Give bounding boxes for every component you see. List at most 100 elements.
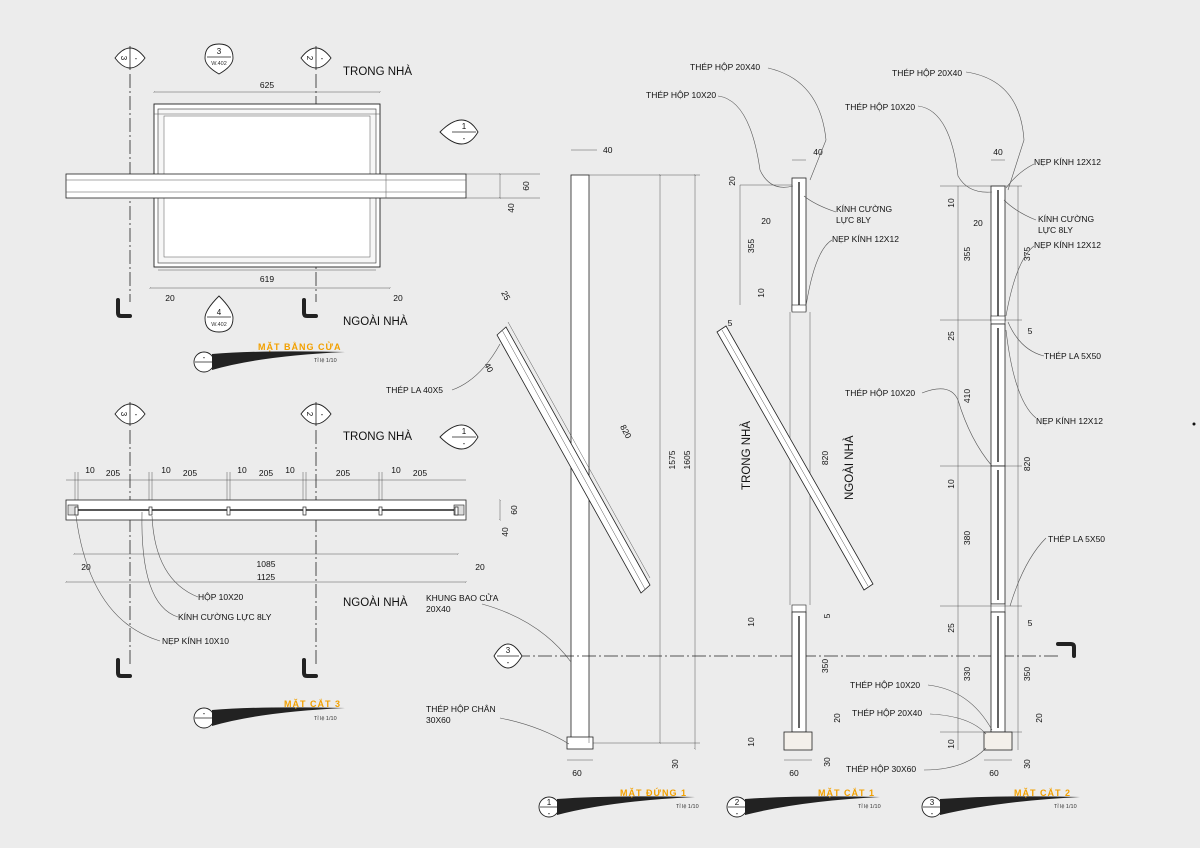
callout-nep-kinh-s1: NẸP KÍNH 12X12 xyxy=(832,234,899,244)
svg-text:20: 20 xyxy=(81,562,91,572)
svg-text:Tỉ lệ 1/10: Tỉ lệ 1/10 xyxy=(314,357,337,364)
svg-text:-: - xyxy=(321,410,324,419)
svg-text:10: 10 xyxy=(946,479,956,489)
callout-thep-hop-10x20-s1: THÉP HỘP 10X20 xyxy=(646,90,716,100)
callout-thep-hop-20x40-s2b: THÉP HỘP 20X40 xyxy=(852,708,922,718)
svg-text:10: 10 xyxy=(237,465,247,475)
callout-thep-hop-chan: THÉP HỘP CHÂN xyxy=(426,704,496,714)
grid-bubble-left: 3 - xyxy=(114,46,146,70)
svg-text:1: 1 xyxy=(462,427,467,436)
svg-text:10: 10 xyxy=(746,737,756,747)
plan-view: 3 - 2 - 3 W.402 4 W.402 xyxy=(65,43,540,373)
label-trong-nha-s3: TRONG NHÀ xyxy=(343,430,412,443)
section-2-view: 40 10 20 355 375 25 5 410 820 10 380 25 … xyxy=(845,68,1105,818)
dim-60: 60 xyxy=(521,181,531,191)
svg-text:20: 20 xyxy=(727,176,737,186)
svg-text:330: 330 xyxy=(962,667,972,681)
dim-820-leaf: 820 xyxy=(618,423,634,440)
callout-kinh-cuong-luc-s1: KÍNH CƯỜNG xyxy=(836,204,892,214)
svg-text:355: 355 xyxy=(962,247,972,261)
svg-text:10: 10 xyxy=(285,465,295,475)
dim-1575: 1575 xyxy=(667,450,677,469)
svg-text:Tỉ lệ 1/10: Tỉ lệ 1/10 xyxy=(858,803,881,810)
svg-text:Tỉ lệ 1/10: Tỉ lệ 1/10 xyxy=(1054,803,1077,810)
callout-nep-kinh-s2-2: NẸP KÍNH 12X12 xyxy=(1034,240,1101,250)
dim-625: 625 xyxy=(260,80,274,90)
dim-1605: 1605 xyxy=(682,450,692,469)
svg-text:20: 20 xyxy=(475,562,485,572)
callout-thep-hop-20x40-s1: THÉP HỘP 20X40 xyxy=(690,62,760,72)
callout-nep-kinh-10x10: NẸP KÍNH 10X10 xyxy=(162,636,229,646)
svg-text:25: 25 xyxy=(499,289,512,302)
axis-end-right xyxy=(302,298,318,318)
title-mat-cat-1: 2 - MẶT CẮT 1 Tỉ lệ 1/10 xyxy=(726,788,881,818)
label-ngoai-nha: NGOÀI NHÀ xyxy=(343,315,408,328)
svg-text:3: 3 xyxy=(119,412,128,417)
axis-end-left-s3 xyxy=(116,658,132,678)
svg-text:1: 1 xyxy=(547,798,552,807)
svg-text:4: 4 xyxy=(217,308,222,317)
elevation-marker-top: 3 W.402 xyxy=(204,43,234,75)
dim-1125: 1125 xyxy=(257,572,276,582)
svg-text:30X60: 30X60 xyxy=(426,715,451,725)
callout-hop-10x20: HỘP 10X20 xyxy=(198,592,243,602)
svg-text:5: 5 xyxy=(1028,326,1033,336)
svg-text:205: 205 xyxy=(336,468,350,478)
svg-text:Tỉ lệ 1/10: Tỉ lệ 1/10 xyxy=(314,715,337,722)
axis-end-left xyxy=(116,298,132,318)
sheet-dot xyxy=(1192,422,1196,426)
callout-kinh-cuong-luc: KÍNH CƯỜNG LỰC 8LY xyxy=(178,612,272,622)
svg-text:3: 3 xyxy=(119,56,128,61)
svg-text:-: - xyxy=(203,353,206,362)
svg-text:20: 20 xyxy=(761,216,771,226)
svg-text:5: 5 xyxy=(728,318,733,328)
svg-text:10: 10 xyxy=(946,198,956,208)
svg-text:350: 350 xyxy=(1022,667,1032,681)
svg-text:30: 30 xyxy=(670,759,680,769)
svg-text:40: 40 xyxy=(482,361,495,374)
svg-text:60: 60 xyxy=(572,768,582,778)
dim-20-right: 20 xyxy=(393,293,403,303)
svg-text:380: 380 xyxy=(962,531,972,545)
svg-text:MẶT CẮT 2: MẶT CẮT 2 xyxy=(1014,788,1071,798)
svg-text:20: 20 xyxy=(973,218,983,228)
svg-text:10: 10 xyxy=(391,465,401,475)
dim-820-s2: 820 xyxy=(1022,457,1032,471)
callout-thep-hop-10x20-s2b: THÉP HỘP 10X20 xyxy=(845,388,915,398)
callout-thep-la-5x50-1: THÉP LA 5X50 xyxy=(1044,351,1101,361)
svg-text:3: 3 xyxy=(506,646,511,655)
title-mat-cat-3: - MẶT CẮT 3 Tỉ lệ 1/10 xyxy=(193,699,345,729)
label-trong-nha: TRONG NHÀ xyxy=(343,65,412,78)
grid-bubble-right-s3: 2 - xyxy=(300,402,332,426)
callout-nep-kinh-s2-1: NẸP KÍNH 12X12 xyxy=(1034,157,1101,167)
svg-text:-: - xyxy=(135,410,138,419)
callout-thep-hop-10x20-s2c: THÉP HỘP 10X20 xyxy=(850,680,920,690)
label-ngoai-nha-s3: NGOÀI NHÀ xyxy=(343,596,408,609)
svg-text:-: - xyxy=(548,809,551,818)
svg-text:205: 205 xyxy=(106,468,120,478)
svg-text:5: 5 xyxy=(822,613,832,618)
section-marker-1-s3: 1 - xyxy=(439,424,479,450)
dim-40: 40 xyxy=(506,203,516,213)
label-ngoai-nha-s1: NGOÀI NHÀ xyxy=(843,435,856,500)
callout-nep-kinh-s2-3: NẸP KÍNH 12X12 xyxy=(1036,416,1103,426)
title-mat-cat-2: 3 - MẶT CẮT 2 Tỉ lệ 1/10 xyxy=(921,788,1080,818)
svg-text:25: 25 xyxy=(946,623,956,633)
svg-text:-: - xyxy=(203,709,206,718)
svg-text:5: 5 xyxy=(1028,618,1033,628)
svg-text:-: - xyxy=(463,439,466,448)
axis-end-right-s3 xyxy=(302,658,318,678)
dim-1085: 1085 xyxy=(257,559,276,569)
svg-text:25: 25 xyxy=(946,331,956,341)
svg-text:Tỉ lệ 1/10: Tỉ lệ 1/10 xyxy=(676,803,699,810)
svg-text:355: 355 xyxy=(746,239,756,253)
callout-khung-bao-cua: KHUNG BAO CỬA xyxy=(426,592,499,603)
grid-bubble-right: 2 - xyxy=(300,46,332,70)
svg-text:-: - xyxy=(321,54,324,63)
svg-text:40: 40 xyxy=(813,147,823,157)
svg-text:-: - xyxy=(507,658,510,667)
svg-text:40: 40 xyxy=(993,147,1003,157)
svg-text:2: 2 xyxy=(305,412,314,417)
callout-kinh-cuong-luc-s2: KÍNH CƯỜNG xyxy=(1038,214,1094,224)
